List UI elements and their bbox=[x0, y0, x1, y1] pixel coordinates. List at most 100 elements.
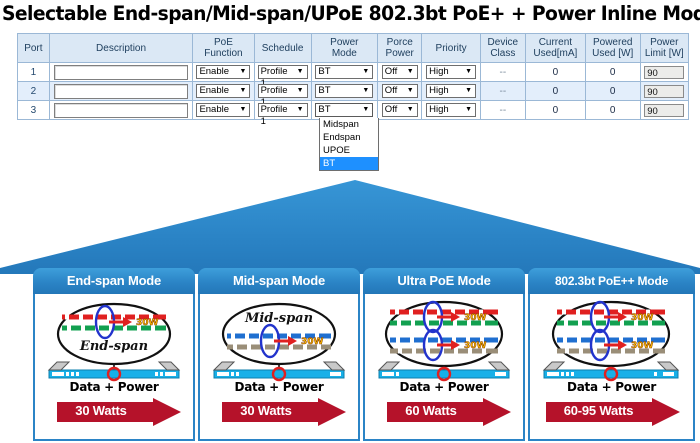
dropdown-option-midspan[interactable]: Midspan bbox=[323, 119, 359, 130]
chevron-down-icon: ▼ bbox=[239, 68, 247, 75]
cell-power-limit: 90 bbox=[639, 100, 690, 120]
chevron-down-icon: ▼ bbox=[362, 87, 370, 94]
red-arrow-icon bbox=[57, 398, 181, 426]
chevron-down-icon: ▼ bbox=[362, 68, 370, 75]
column-header-device-class-line1: Device bbox=[487, 37, 519, 48]
column-header-power-mode-line2: Mode bbox=[331, 48, 357, 59]
data-power-label-802-3bt: Data + Power bbox=[567, 380, 656, 394]
cell-priority: High ▼ bbox=[421, 100, 481, 120]
table-row: 1 Enable ▼ Profile 1 ▼ bbox=[17, 62, 690, 89]
cell-description bbox=[48, 62, 194, 82]
porce-power-value: Off bbox=[384, 85, 398, 96]
power-limit-input[interactable]: 90 bbox=[644, 103, 685, 117]
ellipse-label-mid-span: Mid-span bbox=[244, 311, 313, 326]
power-mode-select[interactable]: BT ▼ bbox=[315, 84, 374, 98]
column-header-powered-used-line2: Used [W] bbox=[592, 48, 634, 59]
cell-powered-used: 0 bbox=[584, 62, 641, 82]
priority-value: High bbox=[429, 104, 449, 115]
cell-poe-function: Enable ▼ bbox=[192, 100, 255, 120]
cell-powered-used: 0 bbox=[584, 81, 641, 101]
porce-power-select[interactable]: Off ▼ bbox=[381, 65, 418, 79]
dropdown-option-bt[interactable]: BT bbox=[320, 157, 378, 170]
cell-power-mode: BT ▼ bbox=[310, 100, 379, 120]
description-input[interactable] bbox=[54, 64, 189, 80]
column-header-description: Description bbox=[48, 33, 194, 63]
power-mode-select-open[interactable]: BT ▼ bbox=[315, 103, 374, 117]
power-mode-dropdown-list[interactable]: Midspan Endspan UPOE BT bbox=[319, 118, 379, 171]
chevron-down-icon: ▼ bbox=[239, 87, 247, 94]
description-input[interactable] bbox=[54, 83, 189, 99]
watt-arrow-mid-span: 30 Watts bbox=[200, 398, 358, 428]
cell-poe-function: Enable ▼ bbox=[192, 62, 255, 82]
data-power-label-ultra-poe: Data + Power bbox=[399, 380, 489, 394]
column-header-power-limit: Power Limit [W] bbox=[639, 33, 690, 63]
porce-power-select[interactable]: Off ▼ bbox=[381, 103, 418, 117]
column-header-current-used-line1: Current bbox=[538, 37, 573, 48]
watt-arrow-end-span: 30 Watts bbox=[35, 398, 193, 428]
watt-arrow-802-3bt: 60-95 Watts bbox=[530, 398, 693, 428]
panel-title-end-span: End-span Mode bbox=[33, 268, 195, 294]
column-header-porce-power-line1: Porce bbox=[386, 37, 413, 48]
mode-panels: End-span Mode bbox=[0, 268, 700, 443]
cell-porce-power: Off ▼ bbox=[377, 81, 423, 101]
table-row: 2 Enable ▼ Profile 1 ▼ bbox=[17, 81, 690, 108]
schedule-select[interactable]: Profile 1 ▼ bbox=[257, 103, 308, 127]
column-header-priority: Priority bbox=[421, 33, 481, 63]
column-header-priority-line1: Priority bbox=[435, 42, 467, 54]
schedule-select[interactable]: Profile 1 ▼ bbox=[257, 84, 308, 108]
poe-function-select[interactable]: Enable ▼ bbox=[196, 103, 251, 117]
ellipse-label-end-span: End-span bbox=[79, 339, 148, 354]
column-header-current-used-line2: Used[mA] bbox=[533, 48, 578, 59]
porce-power-value: Off bbox=[384, 104, 398, 115]
cell-current-used: 0 bbox=[524, 100, 586, 120]
power-mode-select[interactable]: BT ▼ bbox=[315, 65, 374, 79]
watt-value-802-3bt: 60-95 Watts bbox=[563, 403, 634, 418]
chevron-down-icon: ▼ bbox=[362, 106, 370, 113]
poe-function-select[interactable]: Enable ▼ bbox=[196, 65, 251, 79]
watt-badge-label: 30W bbox=[136, 318, 159, 328]
description-input[interactable] bbox=[54, 102, 189, 118]
red-arrow-icon bbox=[387, 398, 511, 426]
priority-select[interactable]: High ▼ bbox=[426, 65, 477, 79]
cell-priority: High ▼ bbox=[421, 81, 481, 101]
poe-function-select[interactable]: Enable ▼ bbox=[196, 84, 251, 98]
cell-schedule: Profile 1 ▼ bbox=[253, 100, 312, 127]
watt-badge-label: 30W bbox=[631, 341, 654, 351]
cell-power-mode: BT ▼ bbox=[310, 81, 379, 101]
cell-power-mode: BT ▼ bbox=[310, 62, 379, 82]
column-header-power-mode-line1: Power bbox=[330, 37, 359, 48]
red-arrow-icon bbox=[222, 398, 346, 426]
priority-select[interactable]: High ▼ bbox=[426, 84, 477, 98]
power-mode-value: BT bbox=[318, 104, 331, 115]
column-header-current-used: Current Used[mA] bbox=[524, 33, 586, 63]
column-header-port-line1: Port bbox=[24, 42, 43, 54]
dropdown-option-upoe[interactable]: UPOE bbox=[323, 145, 350, 156]
power-limit-input[interactable]: 90 bbox=[644, 84, 685, 98]
cell-poe-function: Enable ▼ bbox=[192, 81, 255, 101]
watt-badge-label: 30W bbox=[631, 313, 654, 323]
poe-plus-plus-diagram: 30W 30W bbox=[542, 300, 680, 382]
cell-priority: High ▼ bbox=[421, 62, 481, 82]
page-title: Selectable End-span/Mid-span/UPoE 802.3b… bbox=[2, 2, 700, 25]
column-header-description-line1: Description bbox=[96, 42, 147, 54]
schedule-value: Profile 1 bbox=[260, 85, 288, 108]
schedule-select[interactable]: Profile 1 ▼ bbox=[257, 65, 308, 89]
column-header-power-limit-line1: Power bbox=[650, 37, 679, 48]
power-limit-input[interactable]: 90 bbox=[644, 65, 685, 79]
cell-porce-power: Off ▼ bbox=[377, 62, 423, 82]
mid-span-diagram: Mid-span bbox=[212, 302, 346, 382]
panel-title-802-3bt: 802.3bt PoE++ Mode bbox=[528, 268, 695, 294]
priority-value: High bbox=[429, 85, 449, 96]
panel-title-mid-span: Mid-span Mode bbox=[198, 268, 360, 294]
dropdown-option-endspan[interactable]: Endspan bbox=[323, 132, 361, 143]
priority-select[interactable]: High ▼ bbox=[426, 103, 477, 117]
porce-power-select[interactable]: Off ▼ bbox=[381, 84, 418, 98]
porce-power-value: Off bbox=[384, 66, 398, 77]
watt-badge-label: 30W bbox=[301, 337, 324, 347]
chevron-down-icon: ▼ bbox=[465, 87, 473, 94]
watt-value-mid-span: 30 Watts bbox=[240, 403, 292, 418]
column-header-powered-used: Powered Used [W] bbox=[584, 33, 641, 63]
column-header-schedule-line1: Schedule bbox=[261, 42, 304, 54]
poe-function-value: Enable bbox=[199, 104, 230, 115]
column-header-porce-power-line2: Power bbox=[385, 48, 414, 59]
